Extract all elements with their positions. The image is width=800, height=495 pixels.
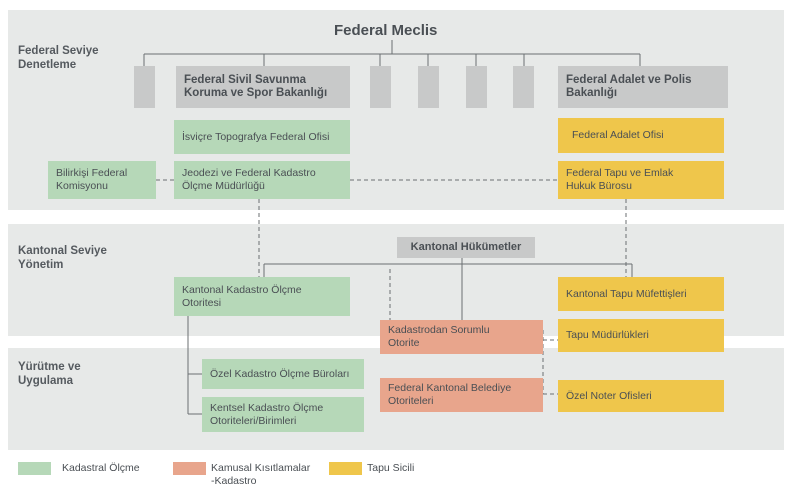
cadastre-authority-box: Kadastrodan Sorumlu Otorite	[380, 320, 543, 354]
land-registry-offices-box: Tapu Müdürlükleri	[558, 319, 724, 352]
federal-level-label: Federal Seviye Denetleme	[18, 45, 99, 71]
ministry-box-5	[466, 66, 487, 108]
expert-commission-box: Bilirkişi Federal Komisyonu	[48, 161, 156, 199]
legend-label-land-registry: Tapu Sicili	[367, 462, 415, 474]
urban-survey-authorities-box: Kentsel Kadastro Ölçme Otoriteleri/Birim…	[202, 397, 364, 432]
execution-level-label: Yürütme ve Uygulama	[18, 361, 81, 387]
legend-label-public-restrictions: Kamusal Kısıtlamalar -Kadastro	[211, 462, 311, 487]
cantonal-land-inspectors-box: Kantonal Tapu Müfettişleri	[558, 277, 724, 311]
legend-label-cadastral: Kadastral Ölçme	[62, 462, 140, 474]
cantonal-survey-authority-box: Kantonal Kadastro Ölçme Otoritesi	[174, 277, 350, 316]
legend-swatch-cadastral	[18, 462, 51, 475]
cantonal-governments-box: Kantonal Hükümetler	[397, 237, 535, 258]
private-survey-offices-box: Özel Kadastro Ölçme Büroları	[202, 359, 364, 389]
swisstopo-box: İsviçre Topografya Federal Ofisi	[174, 120, 350, 154]
ministry-box-6	[513, 66, 534, 108]
civil-defense-ministry-box: Federal Sivil Savunma Koruma ve Spor Bak…	[176, 66, 350, 108]
ministry-box-3	[370, 66, 391, 108]
federal-justice-office-box: Federal Adalet Ofisi	[558, 118, 724, 153]
private-notary-offices-box: Özel Noter Ofisleri	[558, 380, 724, 412]
cantonal-level-label: Kantonal Seviye Yönetim	[18, 245, 107, 271]
legend-swatch-land-registry	[329, 462, 362, 475]
justice-police-ministry-box: Federal Adalet ve Polis Bakanlığı	[558, 66, 728, 108]
legend-swatch-public-restrictions	[173, 462, 206, 475]
municipal-authorities-box: Federal Kantonal Belediye Otoriteleri	[380, 378, 543, 412]
ministry-box-1	[134, 66, 155, 108]
federal-assembly-title: Federal Meclis	[334, 22, 438, 39]
land-registry-law-office-box: Federal Tapu ve Emlak Hukuk Bürosu	[558, 161, 724, 199]
ministry-box-4	[418, 66, 439, 108]
geodesy-directorate-box: Jeodezi ve Federal Kadastro Ölçme Müdürl…	[174, 161, 350, 199]
